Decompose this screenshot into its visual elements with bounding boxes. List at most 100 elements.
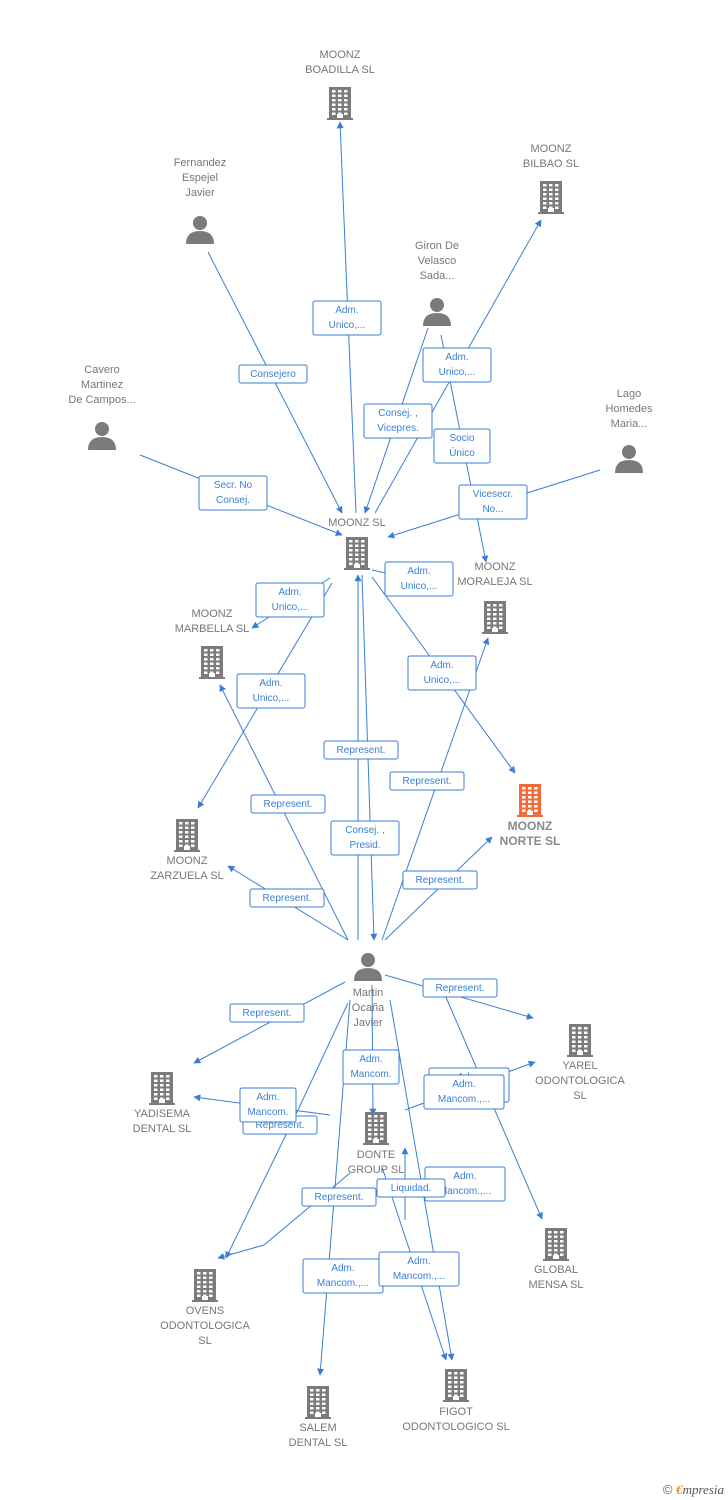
node-label: BOADILLA SL	[305, 64, 375, 76]
relation-label-box	[250, 794, 326, 814]
company-node-salem[interactable]: SALEM DENTAL SL	[289, 1386, 348, 1449]
node-label: Cavero	[84, 364, 119, 376]
relation-label[interactable]: Adm.Unico,...	[384, 561, 454, 597]
relation-label-box	[363, 403, 433, 439]
person-icon	[88, 422, 116, 450]
relation-label[interactable]: Adm.Unico,...	[422, 347, 492, 383]
relation-label-box	[312, 300, 382, 336]
node-label: GLOBAL	[534, 1264, 578, 1276]
relation-label-text: Liquidad.	[391, 1183, 432, 1194]
relation-label[interactable]: Consej. ,Vicepres.	[363, 403, 433, 439]
node-label: YADISEMA	[134, 1108, 191, 1120]
relation-label-text: Mancom.	[247, 1107, 288, 1118]
relation-label[interactable]: Represent.	[229, 1003, 305, 1023]
relation-label[interactable]: Represent.	[249, 888, 325, 908]
building-icon	[149, 1072, 175, 1105]
relation-label[interactable]: Vicesecr.No...	[458, 484, 528, 520]
relation-label-text: Unico,...	[253, 693, 290, 704]
relation-label[interactable]: Consej. ,Presid.	[330, 820, 400, 856]
relation-label[interactable]: Represent.	[402, 870, 478, 890]
relation-label-box	[238, 364, 308, 384]
node-label: SALEM	[299, 1422, 336, 1434]
relation-label-text: Represent.	[243, 1008, 292, 1019]
node-label: DENTAL SL	[289, 1437, 348, 1449]
relation-label[interactable]: Represent.	[422, 978, 498, 998]
company-node-zarzuela[interactable]: MOONZ ZARZUELA SL	[150, 819, 224, 882]
relation-label[interactable]: Adm.Unico,...	[312, 300, 382, 336]
relation-label[interactable]: Adm.Mancom.	[239, 1087, 297, 1123]
node-label: Espejel	[182, 172, 218, 184]
relation-label[interactable]: Adm.Unico,...	[236, 673, 306, 709]
relation-label[interactable]: Adm.Mancom.,...	[423, 1074, 505, 1110]
relation-label[interactable]: Represent.	[301, 1187, 377, 1207]
relation-label-text: Socio	[449, 433, 474, 444]
person-node-giron[interactable]: Giron DeVelascoSada...	[415, 240, 459, 326]
relation-label-text: Represent.	[256, 1120, 305, 1131]
node-label: Maria...	[611, 418, 648, 430]
relation-label-text: Mancom.,...	[438, 1094, 490, 1105]
relation-label-text: Vicesecr.	[473, 489, 513, 500]
building-icon	[363, 1112, 389, 1145]
building-icon	[174, 819, 200, 852]
building-icon	[517, 784, 543, 817]
person-node-lago[interactable]: LagoHomedesMaria...	[605, 388, 653, 473]
relation-label-text: Adm.	[407, 566, 430, 577]
company-node-moonz[interactable]: MOONZ SL	[328, 517, 386, 570]
relation-label-text: Adm.	[278, 587, 301, 598]
relation-label[interactable]: Adm.Mancom.	[342, 1049, 400, 1085]
relation-label[interactable]: Liquidad.	[376, 1178, 446, 1198]
node-label: MOONZ	[167, 855, 208, 867]
building-icon	[344, 537, 370, 570]
node-label: SL	[573, 1090, 586, 1102]
building-icon	[538, 181, 564, 214]
relation-label[interactable]: Adm.Unico,...	[407, 655, 477, 691]
relation-label-text: Adm.	[331, 1263, 354, 1274]
building-icon	[327, 87, 353, 120]
person-icon	[423, 298, 451, 326]
company-node-marbella[interactable]: MOONZ MARBELLA SL	[175, 608, 250, 679]
relation-label-box	[422, 978, 498, 998]
node-label: DONTE	[357, 1149, 396, 1161]
node-label: Martin	[353, 987, 384, 999]
relation-label-box	[301, 1187, 377, 1207]
relation-label-text: Mancom.,...	[393, 1271, 445, 1282]
relation-label[interactable]: Adm. Mancom.,...	[302, 1258, 384, 1294]
relation-label-text: Represent.	[416, 875, 465, 886]
node-label: MOONZ SL	[328, 517, 385, 529]
relation-label-box	[249, 888, 325, 908]
company-node-global[interactable]: GLOBAL MENSA SL	[528, 1228, 584, 1291]
relation-label[interactable]: Represent.	[250, 794, 326, 814]
relation-label[interactable]: Adm.Unico,...	[255, 582, 325, 618]
relation-label[interactable]: Represent.	[323, 740, 399, 760]
node-label: Javier	[185, 187, 215, 199]
node-label: ODONTOLOGICA	[160, 1320, 250, 1332]
node-label: MENSA SL	[528, 1279, 583, 1291]
node-label: MARBELLA SL	[175, 623, 250, 635]
node-label: MOONZ	[531, 143, 572, 155]
relation-label-text: Presid.	[349, 840, 380, 851]
node-label: MOONZ	[192, 608, 233, 620]
node-label: ZARZUELA SL	[150, 870, 223, 882]
relation-label-box	[323, 740, 399, 760]
relation-label[interactable]: Represent.	[389, 771, 465, 791]
relation-label[interactable]: Consejero	[238, 364, 308, 384]
relation-label-box	[407, 655, 477, 691]
node-label: Giron De	[415, 240, 459, 252]
relation-label-text: Único	[449, 446, 475, 459]
relation-label-text: Mancom.,...	[317, 1278, 369, 1289]
relation-label[interactable]: Adm.Mancom.,...	[378, 1251, 460, 1287]
